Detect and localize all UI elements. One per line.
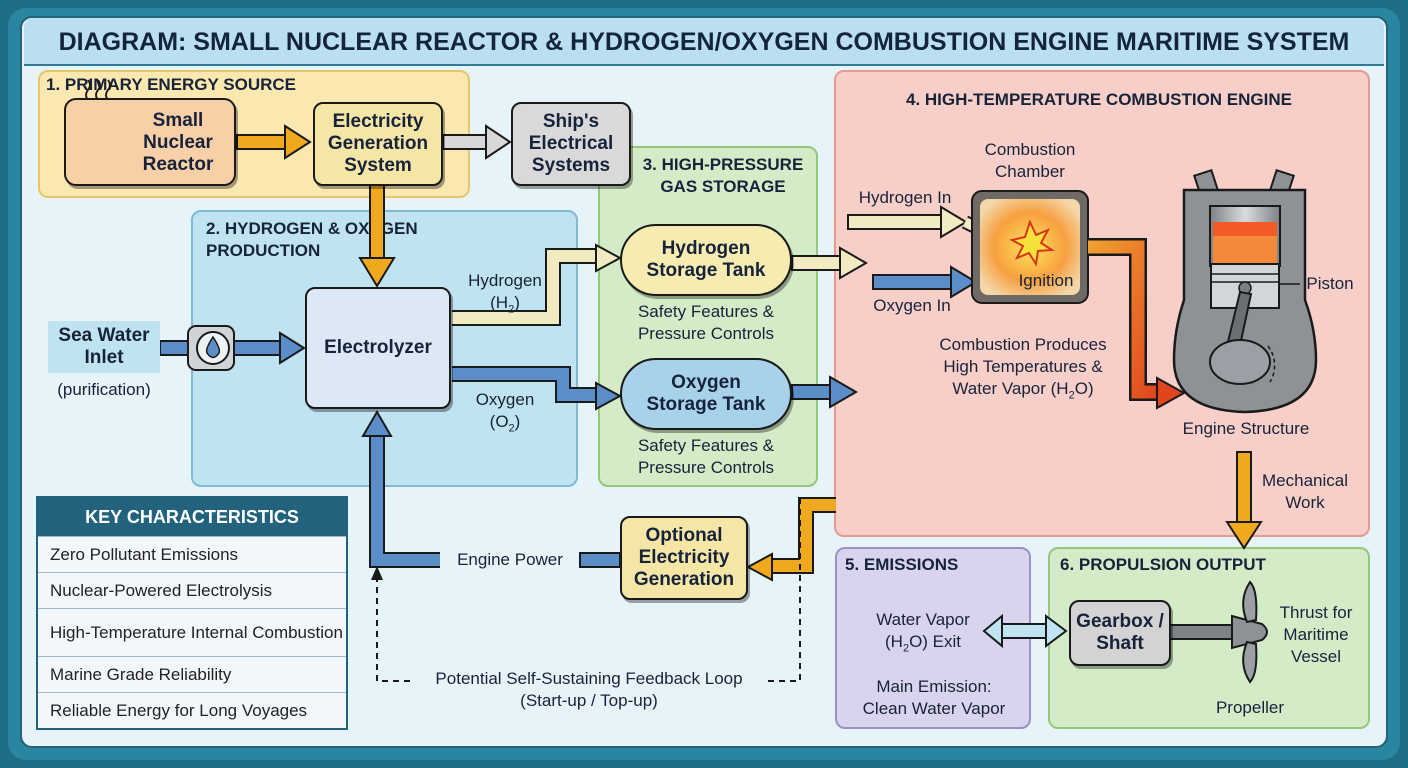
generation-label: Electricity Generation System <box>327 111 429 176</box>
optional-generation-node: Optional Electricity Generation <box>620 516 748 600</box>
ignition-spark-icon <box>1009 219 1056 267</box>
engine-cylinder-graphic <box>1172 168 1318 414</box>
propeller-icon <box>1169 580 1268 684</box>
sea-water-text: Sea Water Inlet <box>58 325 150 368</box>
optional-generation-label: Optional Electricity Generation <box>633 525 735 590</box>
hydrogen-tank-node: Hydrogen Storage Tank <box>620 224 792 296</box>
water-vapor-sub: 2 <box>902 642 910 655</box>
electrolyzer-label: Electrolyzer <box>324 337 432 358</box>
arrow-hydrogen-to-tank <box>452 243 623 326</box>
key-item: Reliable Energy for Long Voyages <box>38 692 346 728</box>
combustion-produces-line2: High Temperatures & <box>943 357 1103 376</box>
hydrogen-in-label: Hydrogen In <box>858 188 952 207</box>
section-production-title: 2. HYDROGEN & OXYGEN PRODUCTION <box>206 219 418 260</box>
water-vapor-exit-text: O) Exit <box>909 632 962 651</box>
oxygen-formula-close: ) <box>514 412 521 431</box>
key-item: Marine Grade Reliability <box>38 656 346 692</box>
combustion-produces-line3: Water Vapor (H2O) <box>918 378 1128 406</box>
arrow-chamber-to-engine <box>1088 238 1187 410</box>
section-gas-storage <box>598 146 818 487</box>
oxygen-label: Oxygen (O2) <box>460 389 550 439</box>
feedback-loop-line <box>371 495 801 682</box>
arrow-generation-to-electrolyzer <box>358 184 396 288</box>
engine-power-label: Engine Power <box>457 550 563 569</box>
section-engine-title: 4. HIGH-TEMPERATURE COMBUSTION ENGINE <box>906 90 1292 109</box>
key-item: High-Temperature Internal Combustion <box>38 608 346 656</box>
feedback-loop-line2: (Start-up / Top-up) <box>520 691 658 710</box>
combustion-chamber-graphic <box>971 190 1089 304</box>
arrow-reactor-to-generation <box>236 124 312 160</box>
water-vapor-h: (H <box>884 632 903 651</box>
hydrogen-formula-sub: 2 <box>508 303 515 316</box>
piston-label: Piston <box>1306 274 1354 293</box>
oxygen-in-label: Oxygen In <box>873 296 951 315</box>
hydrogen-label: Hydrogen (H2) <box>460 270 550 320</box>
generation-node: Electricity Generation System <box>313 102 443 186</box>
sea-water-label: Sea Water Inlet <box>48 321 160 373</box>
hydrogen-formula: (H2) <box>460 292 550 320</box>
arrow-water-vapor-exit <box>982 613 1068 649</box>
key-item: Zero Pollutant Emissions <box>38 536 346 572</box>
water-vapor-exit-label: Water Vapor (H2O) Exit <box>860 609 986 659</box>
combustion-produces-label: Combustion Produces High Temperatures & … <box>918 334 1128 406</box>
hydrogen-tank-label: Hydrogen Storage Tank <box>646 238 766 281</box>
hydrogen-formula-close: ) <box>514 293 520 312</box>
combustion-produces-sub: 2 <box>1068 389 1075 402</box>
section-propulsion-title: 6. PROPULSION OUTPUT <box>1060 555 1266 574</box>
key-item: Nuclear-Powered Electrolysis <box>38 572 346 608</box>
water-vapor-line1: Water Vapor <box>876 610 970 629</box>
oxygen-formula-sub: 2 <box>508 422 515 435</box>
arrow-engine-to-optional <box>745 497 836 582</box>
arrow-generation-to-ship <box>442 124 512 160</box>
feedback-loop-line1: Potential Self-Sustaining Feedback Loop <box>435 669 743 688</box>
main-emission-line1: Main Emission: <box>876 677 992 696</box>
water-filter-icon <box>187 325 235 371</box>
combustion-produces-close: O) <box>1074 379 1094 398</box>
main-emission-line2: Clean Water Vapor <box>862 699 1006 718</box>
reactor-label: Small Nuclear Reactor <box>142 110 214 175</box>
oxygen-tank-node: Oxygen Storage Tank <box>620 358 792 430</box>
oxygen-formula: (O2) <box>460 411 550 439</box>
feedback-loop-label: Potential Self-Sustaining Feedback Loop … <box>410 668 768 712</box>
ignition-label: Ignition <box>1018 271 1074 290</box>
section-storage-title: 3. HIGH-PRESSURE GAS STORAGE <box>642 155 804 196</box>
arrow-oxygen-to-tank <box>452 366 623 411</box>
purification-label: (purification) <box>57 380 151 399</box>
electrolyzer-node: Electrolyzer <box>305 287 451 409</box>
hydrogen-safety-label: Safety Features & Pressure Controls <box>637 302 775 343</box>
thrust-label: Thrust for Maritime Vessel <box>1279 603 1353 666</box>
oxygen-text: Oxygen <box>475 390 535 409</box>
arrow-o2tank-to-engine <box>791 375 859 409</box>
main-emission-label: Main Emission: Clean Water Vapor <box>846 676 1022 720</box>
reactor-node: Small Nuclear Reactor <box>64 98 236 186</box>
water-vapor-line2: (H2O) Exit <box>860 631 986 659</box>
section-emissions-title: 5. EMISSIONS <box>845 555 959 574</box>
oxygen-safety-label: Safety Features & Pressure Controls <box>637 436 775 477</box>
mechanical-work-label: Mechanical Work <box>1262 471 1348 512</box>
combustion-produces-line1: Combustion Produces <box>939 335 1107 354</box>
ship-systems-label: Ship's Electrical Systems <box>528 111 614 176</box>
gearbox-node: Gearbox / Shaft <box>1069 600 1171 666</box>
combustion-chamber-label: Combustion Chamber <box>984 140 1076 181</box>
arrow-h2tank-to-engine <box>791 246 869 280</box>
arrow-engine-power <box>361 410 621 568</box>
engine-structure-label: Engine Structure <box>1182 419 1310 438</box>
propeller-label: Propeller <box>1215 698 1285 717</box>
gearbox-label: Gearbox / Shaft <box>1076 611 1164 654</box>
oxygen-formula-o: (O <box>489 412 509 431</box>
ship-systems-node: Ship's Electrical Systems <box>511 102 631 186</box>
page-title: DIAGRAM: SMALL NUCLEAR REACTOR & HYDROGE… <box>58 28 1350 56</box>
hydrogen-formula-h: (H <box>490 293 509 312</box>
combustion-produces-text: Water Vapor (H <box>952 379 1069 398</box>
hydrogen-text: Hydrogen <box>468 271 542 290</box>
title-bar: DIAGRAM: SMALL NUCLEAR REACTOR & HYDROGE… <box>24 18 1384 66</box>
arrow-mechanical-work <box>1225 451 1263 550</box>
key-characteristics-heading: KEY CHARACTERISTICS <box>38 498 346 536</box>
oxygen-tank-label: Oxygen Storage Tank <box>646 372 766 415</box>
